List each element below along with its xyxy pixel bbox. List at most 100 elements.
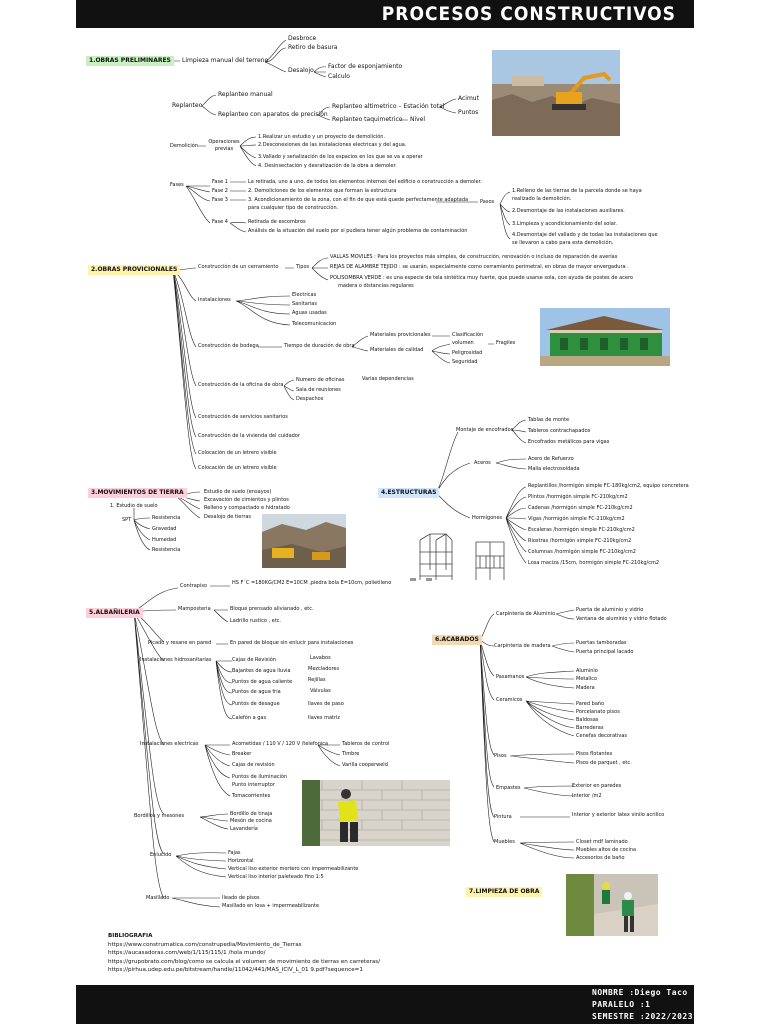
polisombra-1: POLISOMBRA VERDE : es una especie de tel… [330,275,633,282]
mov-relleno: Relleno y compactado e hidratado [204,505,290,512]
fases: Fases [170,182,184,189]
punto-interruptor: Punto interruptor [232,782,275,789]
fase-4-desc-b: Análisis de la situación del suelo por s… [248,228,467,235]
peligrosidad: Peligrosidad [452,350,482,357]
carpinteria-aluminio: Carpinteria de Aluminio [496,611,555,618]
masillado: Masillado [146,895,169,902]
bibliography-title: BIBLIOGRAFIA [108,932,380,941]
bordillos-mesones: Bordillos y mesones [134,813,184,820]
limpieza-manual: Limpieza manual del terreno [182,57,268,65]
polisombra-2: madera o distancias regulares [338,283,414,290]
bajantes: Bajantes de agua lluvia [232,668,291,675]
masillado-losa: Masillado en losa + impermeabilizante [222,903,319,910]
empaste-interior: Interior /m2 [572,793,602,800]
puertas-tamboradas: Puertas tamboradas [576,640,627,647]
tipos: Tipos [296,264,309,271]
mezcladores: Mezcladores [308,666,339,673]
bib-ref-2[interactable]: https://aucasadoras.com/web/1/115/115/1 … [108,949,380,958]
fase-2-desc: 2. Demoliciones de los elementos que for… [248,188,396,195]
despachos: Despachos [296,396,323,403]
spt-humedad: Humedad [152,537,176,544]
picado-desc: En pared de bloque sin enlucir para inst… [230,640,353,647]
section-estructuras: 4.ESTRUCTURAS [378,488,439,498]
carpinteria-madera: Carpinteria de madera [494,643,551,650]
fragiles: Fragiles [496,340,515,347]
valvulas: Válvulas [310,688,331,695]
bib-ref-1[interactable]: https://www.construmatica.com/construped… [108,941,380,950]
bodega-photo [540,308,670,366]
volumen: volumen [452,340,474,347]
inst-hidrosanitarias: Instalaciones hidrosanitarias [140,657,211,664]
pisos-parquet: Pisos de parquet , etc. [576,760,632,767]
materiales-provicionales: Materiales provicionales [370,332,431,339]
acometidas: Acometidas / 110 V / 120 V /telefonica [232,741,328,748]
paso-4a: 4.Desmontaje del vallado y de todas las … [512,232,658,239]
replanteo: Replanteo [172,102,202,110]
letrero-2: Colocación de un letrero visible [198,465,277,472]
pasamanos: Pasamanos [496,674,524,681]
baldosas: Baldosas [576,717,598,724]
desalojo: Desalojo [288,67,314,75]
pasamanos-aluminio: Aluminio [576,668,598,675]
tableros-contrachapados: Tableros contrachapados [528,428,590,435]
ceramicos: Ceramicos [496,697,522,704]
bib-ref-4[interactable]: https://pirhua.udep.edu.pe/bitstream/han… [108,966,380,975]
fase-2: Fase 2 [212,188,228,195]
operaciones-previas: Operaciones previas [208,139,240,153]
pisos-flotantes: Pisos flotantes [576,751,612,758]
replanteo-altimetrico: Replanteo altimetrico – Estación total [332,103,444,111]
pasamanos-madera: Madera [576,685,595,692]
factor-esponjamiento: Factor de esponjamiento [328,63,402,71]
instalaciones: Instalaciones [198,297,231,304]
meson-cocina: Mesón de cocina [230,818,272,825]
hormigon-riostras: Riostras /hormigón simple FC-210kg/cm2 [528,538,631,545]
llaves-paso: llaves de paso [308,701,344,708]
inst-telecom: Telecomunicacion [292,321,336,328]
closet-mdf: Closet mdf laminado [576,839,628,846]
cajas-revision-elec: Cajas de revisión [232,762,275,769]
hormigon-plintos: Plintos /hormigón simple FC-210kg/cm2 [528,494,628,501]
empastes: Empastes [496,785,521,792]
section-limpieza-obra: 7.LIMPIEZA DE OBRA [466,887,542,897]
vivienda-cuidador: Construcción de la vivienda del cuidador [198,433,300,440]
vertical-exterior: Vertical liso exterior mortero con imper… [228,866,358,873]
lavabos: Lavabos [310,655,331,662]
puntos: Puntos [458,109,478,117]
vertical-interior: Vertical liso interior paleteado fino 1:… [228,874,324,881]
puntos-iluminacion: Puntos de iluminación [232,774,287,781]
fase-3: Fase 3 [212,197,228,204]
calefon: Calefón a gas [232,715,266,722]
bib-ref-3[interactable]: https://grupobrato.com/blog/como se calc… [108,958,380,967]
accesorios-bano: Accesorios de baño [576,855,625,862]
fase-4-desc-a: Retirada de escombros [248,219,306,226]
hormigon-escaleras: Escaleras /hormigón simple FC-210kg/cm2 [528,527,635,534]
bricklaying-photo [302,780,450,846]
muebles: Muebles [494,839,515,846]
bibliography: BIBLIOGRAFIA https://www.construmatica.c… [108,932,380,975]
section-obras-provicionales: 2.OBRAS PROVICIONALES [88,265,180,275]
numero-oficinas: Numero de oficinas [296,377,344,384]
replanteo-aparatos: Replanteo con aparatos de precisión [218,111,328,119]
montaje-encofrados: Montaje de encofrados [456,427,513,434]
materiales-calidad: Materiales de calidad [370,347,423,354]
fase-4: Fase 4 [212,219,228,226]
section-acabados: 6.ACABADOS [432,635,482,645]
breaker: Breaker [232,751,251,758]
tablas-monte: Tablas de monte [528,417,569,424]
hormigon-columnas: Columnas /hormigón simple FC-210kg/cm2 [528,549,636,556]
oficina-obra: Construcción de la oficina de obra [198,382,283,389]
tableros-control: Tableros de control [342,741,389,748]
pasos: Pasos [480,199,494,206]
aceros: Aceros [474,460,491,467]
cenefas: Cenefas decorativas [576,733,627,740]
paso-4b: se llevaron a cabo para esta demolición. [512,240,613,247]
inst-aguas: Aguas usadas [292,310,327,317]
letrero-1: Colocación de un letrero visible [198,450,277,457]
op-4: 4. Desinsectación y desratización de la … [258,163,397,170]
hormigones: Hormigones [472,515,502,522]
replanteo-taquimetrico: Replanteo taquimetrico [332,116,402,124]
enlucido: Enlucido [150,852,171,859]
fase-3-desc-a: 3. Acondicionamiento de la zona, con el … [248,197,468,204]
calculo: Calculo [328,73,350,81]
paso-2: 2.Desmontaje de las instalaciones auxili… [512,208,625,215]
